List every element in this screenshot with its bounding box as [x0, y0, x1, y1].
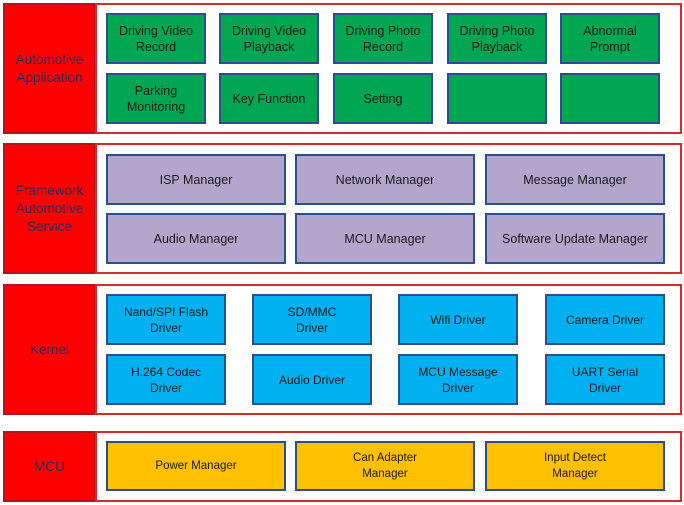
- layer-label-framework-automotive-service: Framework Automotive Service: [3, 143, 96, 274]
- layer-label-automotive-application: Automotive Application: [3, 3, 96, 134]
- module-camera-driver: Camera Driver: [545, 294, 665, 345]
- module-h264-codec-driver: H.264 Codec Driver: [106, 354, 226, 405]
- module-wifi-driver: Wifi Driver: [398, 294, 518, 345]
- module-power-manager: Power Manager: [106, 441, 286, 491]
- module-message-manager: Message Manager: [485, 154, 665, 205]
- module-network-manager: Network Manager: [295, 154, 475, 205]
- module-audio-driver: Audio Driver: [252, 354, 372, 405]
- module-sd-mmc-driver: SD/MMC Driver: [252, 294, 372, 345]
- module-software-update-manager: Software Update Manager: [485, 213, 665, 264]
- module-parking-monitoring: Parking Monitoring: [106, 73, 206, 124]
- module-mcu-message-driver: MCU Message Driver: [398, 354, 518, 405]
- module-isp-manager: ISP Manager: [106, 154, 286, 205]
- module-audio-manager: Audio Manager: [106, 213, 286, 264]
- module-driving-video-playback: Driving Video Playback: [219, 13, 319, 64]
- module-empty-slot: [447, 73, 547, 124]
- module-driving-video-record: Driving Video Record: [106, 13, 206, 64]
- module-abnormal-prompt: Abnormal Prompt: [560, 13, 660, 64]
- module-can-adapter-manager: Can Adapter Manager: [295, 441, 475, 491]
- module-key-function: Key Function: [219, 73, 319, 124]
- module-uart-serial-driver: UART Serial Driver: [545, 354, 665, 405]
- module-driving-photo-playback: Driving Photo Playback: [447, 13, 547, 64]
- layer-label-kernel: Kernel: [3, 284, 96, 415]
- layer-label-mcu: MCU: [3, 431, 96, 502]
- module-mcu-manager: MCU Manager: [295, 213, 475, 264]
- module-nand-spi-flash-driver: Nand/SPI Flash Driver: [106, 294, 226, 345]
- module-empty-slot: [560, 73, 660, 124]
- module-setting: Setting: [333, 73, 433, 124]
- module-input-detect-manager: Input Detect Manager: [485, 441, 665, 491]
- module-driving-photo-record: Driving Photo Record: [333, 13, 433, 64]
